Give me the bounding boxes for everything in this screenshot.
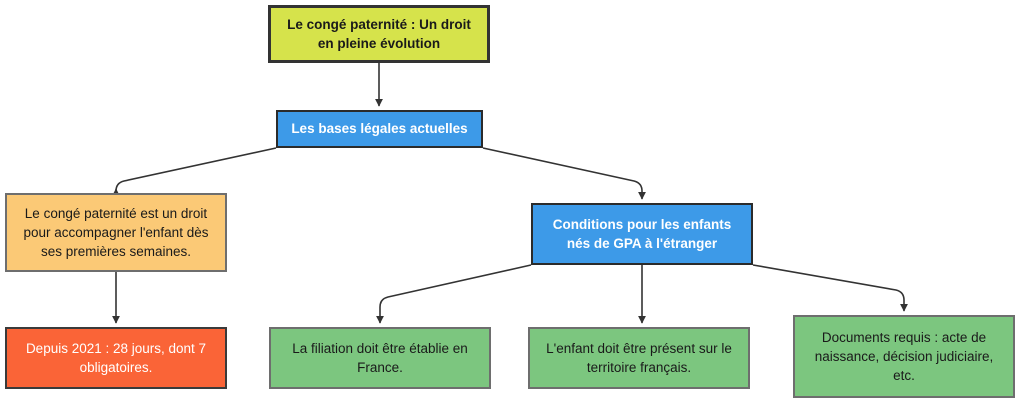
edge-bases-to-conditions: [482, 147, 646, 200]
node-title[interactable]: Le congé paternité : Un droit en pleine …: [268, 5, 490, 63]
node-filiation-france[interactable]: La filiation doit être établie en France…: [269, 327, 491, 389]
node-documents-requis[interactable]: Documents requis : acte de naissance, dé…: [793, 315, 1015, 398]
node-title-label: Le congé paternité : Un droit en pleine …: [287, 16, 471, 51]
node-bases-legales-label: Les bases légales actuelles: [291, 121, 468, 137]
edge-conditions-to-filiation: [376, 264, 532, 324]
node-droit-accompagner[interactable]: Le congé paternité est un droit pour acc…: [5, 193, 227, 272]
node-depuis-2021[interactable]: Depuis 2021 : 28 jours, dont 7 obligatoi…: [5, 327, 227, 389]
node-territoire-francais[interactable]: L'enfant doit être présent sur le territ…: [528, 327, 750, 389]
node-conditions-gpa-label: Conditions pour les enfants nés de GPA à…: [552, 216, 732, 251]
node-bases-legales[interactable]: Les bases légales actuelles: [276, 110, 483, 148]
node-filiation-france-label: La filiation doit être établie en France…: [292, 340, 468, 375]
node-depuis-2021-label: Depuis 2021 : 28 jours, dont 7 obligatoi…: [25, 340, 207, 375]
edge-conditions-to-documents: [752, 264, 908, 312]
node-documents-requis-label: Documents requis : acte de naissance, dé…: [814, 329, 994, 384]
node-territoire-francais-label: L'enfant doit être présent sur le territ…: [546, 340, 732, 375]
edge-bases-to-droit: [112, 147, 277, 197]
node-conditions-gpa[interactable]: Conditions pour les enfants nés de GPA à…: [531, 203, 753, 265]
node-droit-accompagner-label: Le congé paternité est un droit pour acc…: [23, 205, 209, 260]
